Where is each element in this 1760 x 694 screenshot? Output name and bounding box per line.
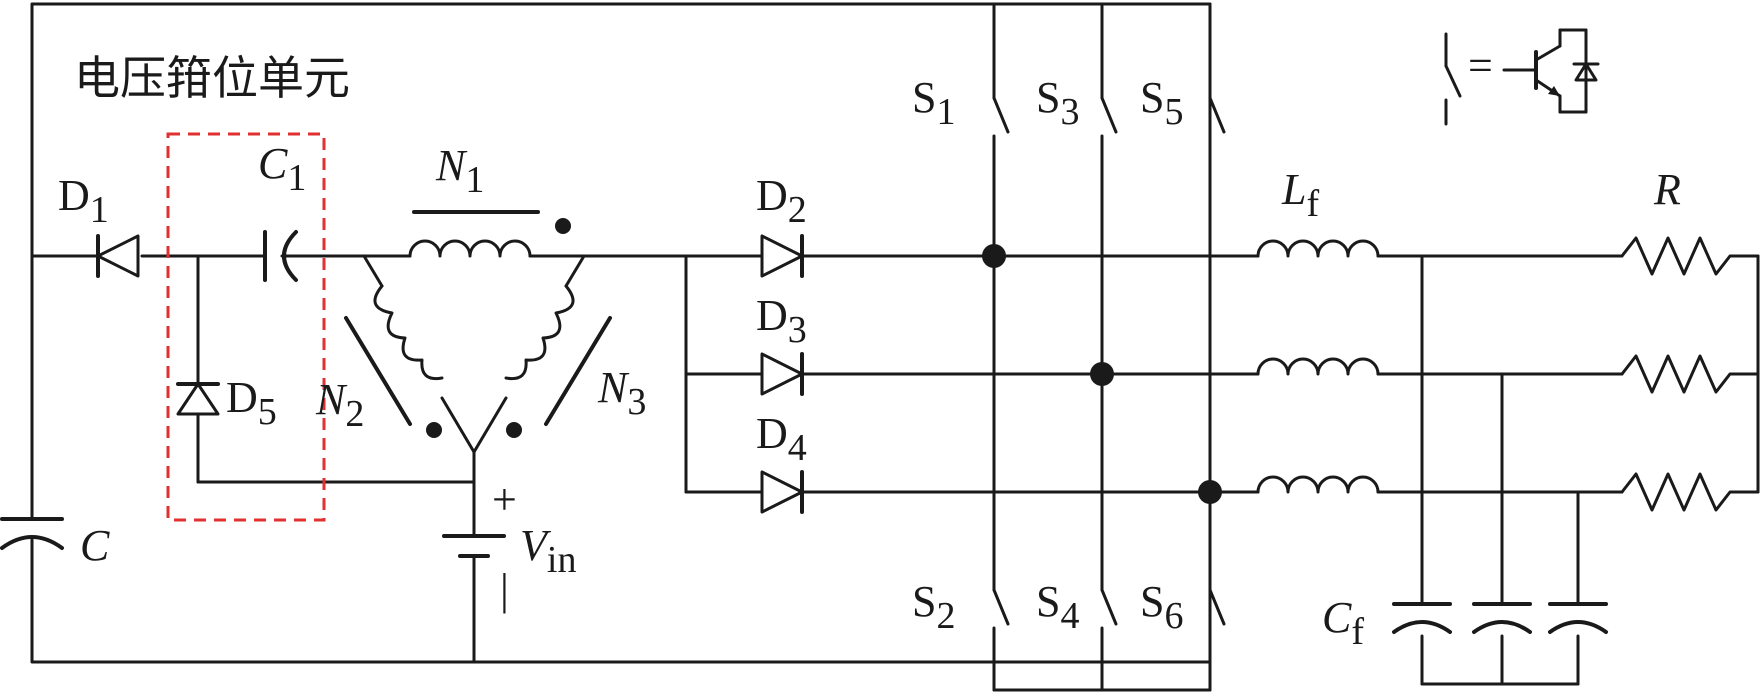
clamp-unit-title: 电压箝位单元 [74, 51, 350, 105]
winding-n2 [344, 254, 476, 454]
clamp-unit-box [166, 132, 326, 522]
inverter-leg-1 [982, 2, 1010, 692]
label-n1: N1 [435, 141, 484, 201]
diode-bus-wiring [684, 254, 1260, 494]
label-cf: Cf [1322, 593, 1364, 653]
label-c: C [80, 521, 110, 570]
switch-legend-icon [1444, 32, 1462, 126]
vin-plus: + [492, 475, 517, 524]
winding-n3 [472, 254, 612, 454]
label-vin: Vin [520, 521, 576, 581]
inverter-leg-2 [1090, 2, 1118, 692]
label-c1: C1 [258, 139, 306, 199]
legend-equals: = [1468, 41, 1493, 90]
label-s5: S5 [1140, 73, 1183, 133]
output-wiring [1376, 254, 1624, 686]
label-s3: S3 [1036, 73, 1079, 133]
capacitor-cf-a [1392, 602, 1452, 634]
vin-minus: | [500, 565, 509, 614]
diode-d5 [176, 382, 220, 416]
clamp-wiring [30, 254, 476, 484]
diode-d3 [760, 352, 804, 396]
diode-d1 [96, 234, 140, 278]
capacitor-c [0, 517, 64, 550]
label-lf: Lf [1281, 165, 1319, 225]
inverter-leg-3 [1198, 96, 1226, 626]
inductor-lf-c [1256, 475, 1380, 494]
vin-source [442, 450, 506, 664]
label-d1: D1 [58, 171, 109, 231]
label-n2: N2 [315, 375, 364, 435]
diode-d2 [760, 234, 804, 278]
capacitor-cf-c [1548, 602, 1608, 634]
outer-wiring [30, 2, 1212, 664]
label-n3: N3 [597, 363, 646, 423]
igbt-with-antiparallel-diode-icon [1502, 28, 1600, 114]
label-d4: D4 [756, 409, 807, 469]
label-s6: S6 [1140, 577, 1183, 637]
diode-d4 [760, 470, 804, 514]
inductor-lf-a [1256, 239, 1380, 258]
inductor-lf-b [1256, 357, 1380, 376]
resistor-r-b [1620, 354, 1760, 394]
label-s1: S1 [912, 73, 955, 133]
resistor-r-c [1620, 472, 1760, 512]
label-s2: S2 [912, 577, 955, 637]
resistor-r-a [1620, 236, 1760, 276]
label-d5: D5 [226, 373, 277, 433]
winding-n1 [408, 210, 688, 258]
label-s4: S4 [1036, 577, 1079, 637]
label-d2: D2 [756, 171, 807, 231]
label-d3: D3 [756, 291, 807, 351]
capacitor-c1 [263, 230, 298, 282]
capacitor-cf-b [1472, 602, 1532, 634]
label-r: R [1653, 165, 1681, 214]
